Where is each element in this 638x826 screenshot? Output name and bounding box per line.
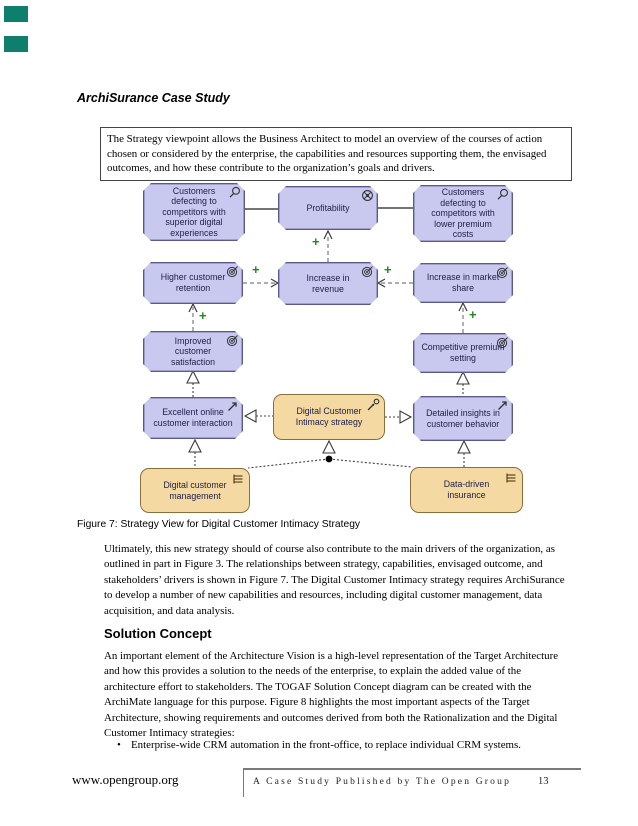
node-label: Detailed insights in customer behavior xyxy=(426,407,500,429)
node-label: Digital Customer Intimacy strategy xyxy=(295,406,363,427)
page-title: ArchiSurance Case Study xyxy=(77,91,230,105)
goal-icon xyxy=(361,189,374,205)
node-label: Competitive premium setting xyxy=(421,342,505,363)
node-label: Increase in revenue xyxy=(306,272,350,294)
paragraph: Ultimately, this new strategy should of … xyxy=(104,543,565,617)
bullet-item: • Enterprise-wide CRM automation in the f… xyxy=(117,739,573,751)
viewpoint-note-box: The Strategy viewpoint allows the Busine… xyxy=(100,127,572,181)
node-label: Digital customer management xyxy=(163,479,227,501)
capability-arrow-icon xyxy=(226,400,239,416)
resource-icon xyxy=(504,471,518,488)
influence-plus: + xyxy=(312,234,320,249)
outcome-bullseye-icon xyxy=(226,334,239,350)
magnifier-icon xyxy=(496,188,509,204)
influence-plus: + xyxy=(384,262,392,277)
influence-plus: + xyxy=(252,262,260,277)
viewer-marker-top xyxy=(4,6,28,22)
outcome-bullseye-icon xyxy=(496,336,509,352)
goal-profitability: Profitability xyxy=(278,186,378,230)
footer-publication-text: A Case Study Published by The Open Group xyxy=(253,777,512,787)
influence-plus: + xyxy=(199,308,207,323)
footer-website-link[interactable]: www.opengroup.org xyxy=(72,772,179,787)
assessment-customers-defecting-premium: Customers defecting to competitors with … xyxy=(413,185,513,242)
assessment-customers-defecting-digital: Customers defecting to competitors with … xyxy=(143,183,245,241)
and-junction xyxy=(325,455,333,463)
section-heading: Solution Concept xyxy=(104,626,212,641)
influence-plus: + xyxy=(469,307,477,322)
outcome-market-share: Increase in market share xyxy=(413,263,513,303)
outcome-increase-revenue: Increase in revenue xyxy=(278,262,378,305)
resource-digital-customer-management: Digital customer management xyxy=(140,468,250,513)
resource-icon xyxy=(231,472,245,489)
footer-page-number: 13 xyxy=(538,776,549,787)
figure-caption: Figure 7: Strategy View for Digital Cust… xyxy=(77,519,361,530)
node-label: Higher customer retention xyxy=(160,272,226,293)
footer-divider-vertical xyxy=(243,768,244,797)
node-label: Increase in market share xyxy=(426,272,500,293)
viewer-marker-bottom xyxy=(4,36,28,52)
node-label: Profitability xyxy=(306,202,350,213)
capability-customer-insights: Detailed insights in customer behavior xyxy=(413,396,513,441)
bullet-marker: • xyxy=(117,739,121,751)
outcome-bullseye-icon xyxy=(361,265,374,281)
outcome-higher-retention: Higher customer retention xyxy=(143,262,243,304)
footer-divider-horizontal xyxy=(243,768,581,770)
outcome-bullseye-icon xyxy=(496,266,509,282)
magnifier-icon xyxy=(228,186,241,202)
outcome-improved-satisfaction: Improved customer satisfaction xyxy=(143,331,243,372)
node-label: Excellent online customer interaction xyxy=(153,407,233,428)
outcome-bullseye-icon xyxy=(226,265,239,281)
outcome-competitive-premium: Competitive premium setting xyxy=(413,333,513,373)
node-label: Customers defecting to competitors with … xyxy=(431,187,495,240)
node-label: Improved customer satisfaction xyxy=(170,335,215,367)
paragraph: An important element of the Architecture… xyxy=(104,650,559,740)
course-of-action-strategy: Digital Customer Intimacy strategy xyxy=(273,394,385,440)
node-label: Customers defecting to competitors with … xyxy=(162,185,226,238)
bullet-text: Enterprise-wide CRM automation in the fr… xyxy=(131,739,521,751)
course-of-action-icon xyxy=(366,398,380,415)
capability-arrow-icon xyxy=(496,399,509,415)
node-label: Data-driven insurance xyxy=(443,479,490,500)
capability-online-interaction: Excellent online customer interaction xyxy=(143,397,243,439)
resource-data-driven-insurance: Data-driven insurance xyxy=(410,467,523,513)
